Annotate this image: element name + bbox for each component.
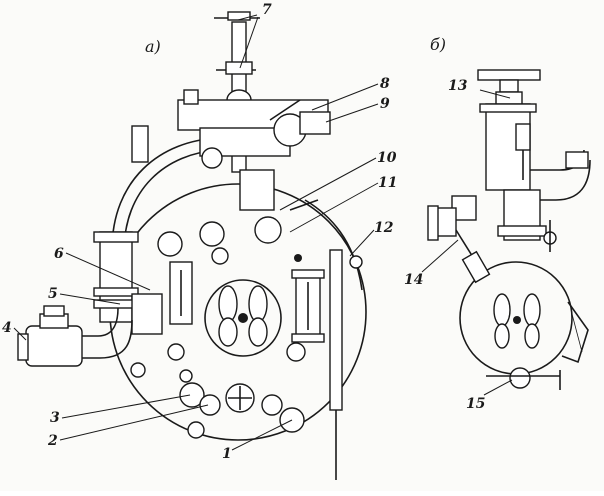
- left-sight-glass: [93, 231, 193, 335]
- callout-7: 7: [262, 2, 272, 18]
- view-a-assembly: [17, 11, 367, 480]
- middle-valves: [199, 169, 319, 265]
- callout-11: 11: [378, 175, 397, 191]
- central-manhole: [204, 279, 282, 357]
- callout-4: 4: [2, 320, 12, 336]
- view-b-assembly: [427, 69, 591, 390]
- view-labels: а) б): [145, 35, 446, 56]
- bottom-valves: [179, 382, 305, 439]
- callout-12: 12: [374, 220, 394, 236]
- upper-valve-cluster: [177, 89, 331, 169]
- callout-14: 14: [404, 272, 423, 288]
- callout-6: 6: [54, 246, 64, 262]
- callout-5: 5: [48, 286, 58, 302]
- collector-arc: [111, 137, 221, 251]
- callout-2: 2: [47, 433, 58, 449]
- view-a-label: а): [145, 37, 161, 56]
- callout-8: 8: [380, 76, 390, 92]
- right-sight-glass: [291, 249, 343, 480]
- inlet-pipe: [17, 305, 133, 367]
- callout-1: 1: [222, 446, 232, 462]
- callout-9: 9: [380, 96, 390, 112]
- callout-10: 10: [377, 150, 397, 166]
- drum-fittings: [130, 125, 363, 383]
- leader-lines: [13, 14, 513, 451]
- view-b-label: б): [430, 35, 446, 54]
- callout-15: 15: [466, 396, 485, 412]
- side-pipe-right: [304, 199, 363, 291]
- callout-13: 13: [448, 78, 468, 94]
- callout-labels: 7 8 9 10 11 12 6 5 4 3 2 1 13 14 15: [2, 2, 485, 462]
- callout-3: 3: [50, 410, 60, 426]
